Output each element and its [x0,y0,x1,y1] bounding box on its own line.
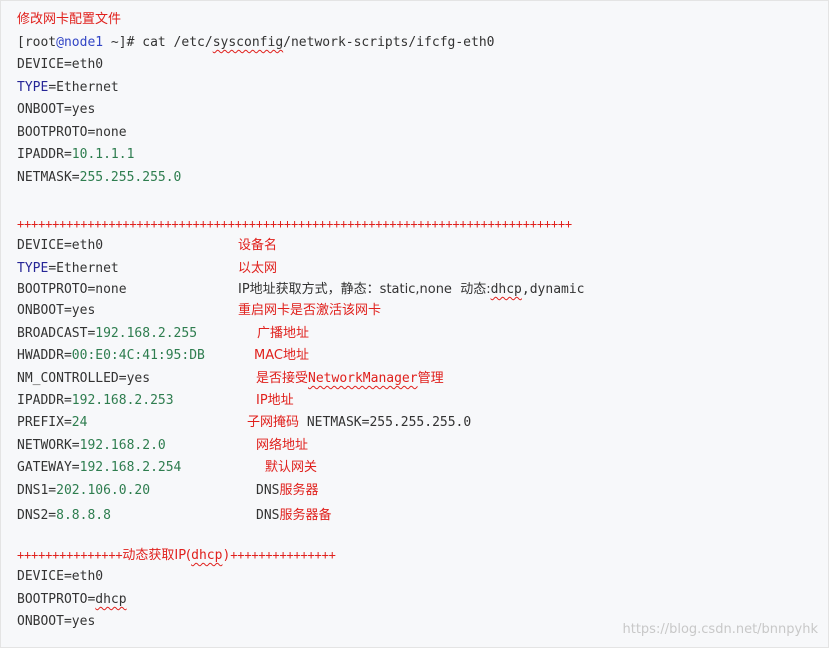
b2-onboot-note: 重启网卡是否激活该网卡 [238,303,382,318]
prompt-tail: ~]# [103,35,135,50]
b2-prefix-note-b: NETMASK=255.255.255.0 [299,415,472,430]
b1-ipaddr: IPADDR=10.1.1.1 [17,146,134,164]
b2-dns1-note-b: 服务器 [279,483,319,498]
b2-gateway-key: GATEWAY= [17,460,80,475]
b2-nm: NM_CONTROLLED=yes [17,371,151,386]
b3-bootproto: BOOTPROTO=dhcp [17,591,127,609]
separator-dhcp-label-b: ) [222,548,231,563]
b2-nm-note: 是否接受NetworkManager管理 [256,370,444,388]
b2-dns2-key: DNS2= [17,508,57,523]
separator-dhcp-label-a: 动态获取IP( [122,548,192,563]
b3-onboot: ONBOOT=yes [17,614,96,629]
b3-bootproto-dhcp: dhcp [95,592,127,607]
b2-prefix-val: 24 [71,415,88,430]
b2-network: NETWORK=192.168.2.0 [17,437,166,455]
b2-broadcast: BROADCAST=192.168.2.255 [17,325,197,343]
b2-dns2-note-b: 服务器备 [279,508,332,523]
b2-bootproto-note-dhcp: dhcp [490,282,522,297]
b2-dns2-note: DNS服务器备 [256,507,332,525]
b2-hwaddr-key: HWADDR= [17,348,72,363]
b2-ipaddr-note: IP地址 [256,393,294,408]
b1-ipaddr-val: 10.1.1.1 [71,147,135,162]
b2-dns1-val: 202.106.0.20 [56,483,151,498]
b2-gateway-note: 默认网关 [265,460,318,475]
b1-netmask-val: 255.255.255.0 [79,170,182,185]
b1-onboot: ONBOOT=yes [17,102,96,117]
b1-type-val: =Ethernet [48,80,119,95]
b2-type-val: =Ethernet [48,261,119,276]
b1-type-key: TYPE [17,80,49,95]
b2-bootproto-note-b: ,dynamic [521,282,585,297]
b2-device-note: 设备名 [238,238,278,253]
b2-bootproto: BOOTPROTO=none [17,282,127,297]
b2-gateway-val: 192.168.2.254 [79,460,182,475]
command-line: [root@node1 ~]# cat /etc/sysconfig/netwo… [17,34,494,52]
b1-device: DEVICE=eth0 [17,57,104,72]
command-sysconfig: sysconfig [212,35,284,50]
b2-onboot: ONBOOT=yes [17,303,96,318]
b2-type: TYPE=Ethernet [17,260,119,278]
separator-dhcp-right: +++++++++++++++ [230,548,336,562]
separator-dhcp-label-dhcp: dhcp [191,548,223,563]
command-pre: cat /etc/ [134,35,213,50]
b1-netmask-key: NETMASK= [17,170,80,185]
separator-plus: ++++++++++++++++++++++++++++++++++++++++… [17,217,572,231]
b2-prefix-key: PREFIX= [17,415,72,430]
watermark-url: https://blog.csdn.net/bnnpyhk [622,622,818,637]
b2-dns1-key: DNS1= [17,483,57,498]
b2-nm-note-b: 管理 [417,371,444,386]
b2-dns2-val: 8.8.8.8 [56,508,111,523]
b2-bootproto-note: IP地址获取方式，静态：static,none 动态:dhcp,dynamic [238,281,585,299]
b3-device: DEVICE=eth0 [17,569,104,584]
b2-nm-note-a: 是否接受 [256,371,309,386]
b2-gateway: GATEWAY=192.168.2.254 [17,459,181,477]
command-post: /network-scripts/ifcfg-eth0 [283,35,495,50]
separator-dhcp-left: +++++++++++++++ [17,548,123,562]
b2-type-note: 以太网 [238,261,278,276]
b2-dns1-note-a: DNS [256,483,280,498]
b1-bootproto: BOOTPROTO=none [17,125,127,140]
b2-network-key: NETWORK= [17,438,80,453]
b2-hwaddr-note: MAC地址 [254,348,309,363]
b2-dns2: DNS2=8.8.8.8 [17,507,111,525]
b2-nm-note-nm: NetworkManager [308,371,418,386]
b2-network-val: 192.168.2.0 [79,438,166,453]
b2-hwaddr-val: 00:E0:4C:41:95:DB [71,348,205,363]
b2-hwaddr: HWADDR=00:E0:4C:41:95:DB [17,347,205,365]
b2-prefix-note: 子网掩码 NETMASK=255.255.255.0 [247,414,471,432]
b2-device: DEVICE=eth0 [17,238,104,253]
b2-ipaddr: IPADDR=192.168.2.253 [17,392,174,410]
b2-type-key: TYPE [17,261,49,276]
b1-netmask: NETMASK=255.255.255.0 [17,169,181,187]
b2-broadcast-val: 192.168.2.255 [95,326,198,341]
prompt-open: [root [17,35,57,50]
b2-dns1-note: DNS服务器 [256,482,319,500]
separator-dhcp: +++++++++++++++动态获取IP(dhcp)+++++++++++++… [17,546,336,565]
b1-ipaddr-key: IPADDR= [17,147,72,162]
prompt-host: @node1 [56,35,104,50]
b3-bootproto-key: BOOTPROTO= [17,592,96,607]
b1-type: TYPE=Ethernet [17,79,119,97]
b2-prefix-note-a: 子网掩码 [247,415,300,430]
b2-dns2-note-a: DNS [256,508,280,523]
section-title: 修改网卡配置文件 [17,12,122,27]
b2-ipaddr-key: IPADDR= [17,393,72,408]
b2-broadcast-note: 广播地址 [257,326,310,341]
b2-bootproto-note-a: IP地址获取方式，静态：static,none 动态: [238,282,491,297]
b2-broadcast-key: BROADCAST= [17,326,96,341]
b2-prefix: PREFIX=24 [17,414,87,432]
b2-network-note: 网络地址 [256,438,309,453]
b2-dns1: DNS1=202.106.0.20 [17,482,150,500]
b2-ipaddr-val: 192.168.2.253 [71,393,174,408]
